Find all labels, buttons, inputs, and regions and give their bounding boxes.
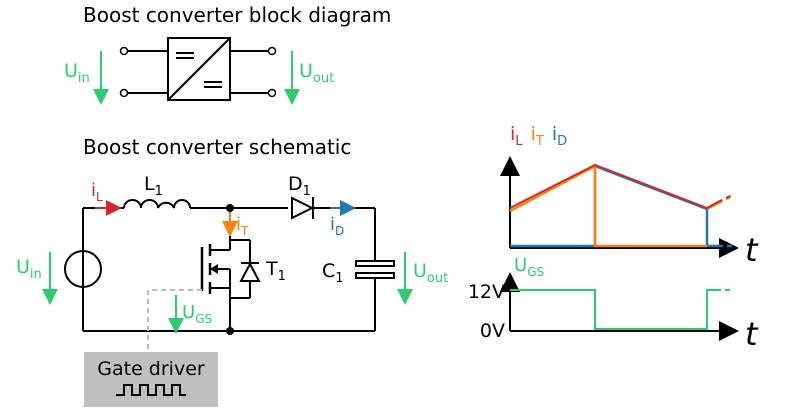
- schematic: L1 iL D1 iD iT: [16, 173, 448, 407]
- gate-voltage-plot: UGS t 12V 0V: [468, 255, 759, 353]
- output-terminal-top: [267, 46, 277, 56]
- pulse-wave-icon: [116, 384, 186, 396]
- mosfet-t1: [200, 236, 261, 331]
- current-waveform-plot: iL iT iD t: [500, 123, 759, 269]
- c1-label: C1: [322, 260, 344, 286]
- output-terminal-bottom: [267, 88, 277, 98]
- i-l-waveform: [509, 163, 719, 210]
- gate-driver-label: Gate driver: [97, 358, 205, 380]
- i-l-label: iL: [91, 180, 103, 204]
- inductor-l1: [123, 199, 191, 209]
- gate-t-label: t: [745, 315, 759, 353]
- t1-label: T1: [265, 258, 286, 284]
- u-gs-waveform: [510, 289, 716, 330]
- i-t-label: iT: [236, 214, 249, 238]
- i-t-waveform: [509, 163, 707, 248]
- u-in-label: Uin: [64, 60, 90, 86]
- input-terminal-top: [119, 46, 129, 56]
- gate-drive-line: [147, 289, 202, 352]
- input-terminal-bottom: [119, 88, 129, 98]
- schematic-title: Boost converter schematic: [83, 135, 351, 159]
- u-out-label: Uout: [299, 60, 334, 86]
- d1-label: D1: [288, 173, 311, 199]
- schematic-u-out-label: Uout: [413, 260, 448, 286]
- schematic-u-in-label: Uin: [16, 256, 42, 282]
- level-12v-label: 12V: [468, 281, 505, 303]
- capacitor-c1: [355, 260, 395, 279]
- block-diagram-title: Boost converter block diagram: [83, 3, 391, 27]
- l1-label: L1: [144, 173, 163, 199]
- current-t-label: t: [745, 231, 759, 269]
- gate-driver-box: [84, 352, 218, 407]
- current-legend: iL iT iD: [510, 123, 567, 150]
- i-d-label: iD: [330, 214, 344, 238]
- u-gs-label: UGS: [182, 302, 212, 326]
- block-diagram: Uin Uout: [64, 37, 334, 105]
- i-d-waveform: [510, 164, 718, 248]
- level-0v-label: 0V: [480, 320, 505, 342]
- i-l-waveform-continuation: [717, 194, 733, 203]
- junction-top: [226, 204, 234, 212]
- u-gs-plot-title: UGS: [514, 255, 544, 279]
- diode-d1: [291, 196, 315, 220]
